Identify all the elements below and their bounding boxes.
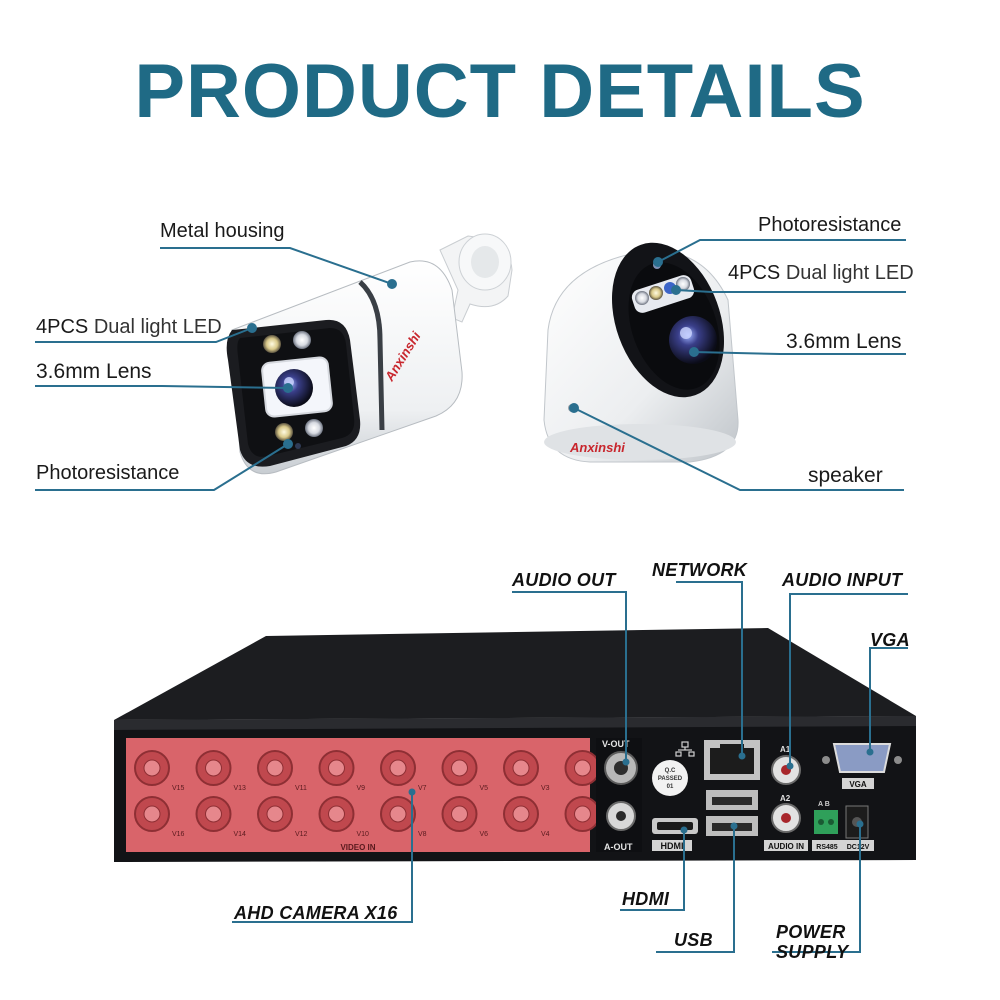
qc-line3: 01: [667, 784, 674, 790]
bnc-channel-label: V12: [295, 831, 308, 838]
vga-port-label: VGA: [849, 780, 867, 789]
hdmi-label: HDMI: [622, 889, 670, 909]
dome-callout-lines: [569, 239, 906, 491]
audio-out-label: AUDIO OUT: [512, 570, 616, 590]
bnc-channel-label: V7: [418, 785, 427, 792]
bnc-channel-label: V8: [418, 831, 427, 838]
bnc-channel-label: V9: [357, 785, 366, 792]
nvr-callout-lines: [232, 581, 908, 953]
rs485-label: RS485: [816, 844, 838, 851]
audio-in-label: AUDIO IN: [768, 842, 804, 851]
network-icon: [675, 741, 695, 757]
qc-line2: PASSED: [658, 776, 683, 782]
bnc-channel-label: V11: [295, 785, 307, 792]
rs485-pins-label: A B: [818, 801, 830, 808]
v-out-label: V-OUT: [602, 739, 630, 749]
usb-label: USB: [674, 930, 713, 950]
a1-label: A1: [780, 745, 791, 754]
bnc-port-center: [266, 759, 284, 777]
vga-port[interactable]: [832, 743, 892, 773]
bullet-photoresistance-label: Photoresistance: [36, 462, 180, 484]
dome-camera: Anxinshi: [543, 242, 739, 463]
audio-input-label: AUDIO INPUT: [782, 570, 903, 590]
bnc-port-center: [205, 759, 222, 777]
page-title: PRODUCT DETAILS: [134, 49, 866, 134]
bnc-port-center: [451, 759, 468, 777]
bnc-channel-label: V6: [480, 831, 489, 838]
bnc-channel-label: V15: [172, 785, 185, 792]
bnc-port-center: [389, 805, 407, 823]
power-supply-line1: POWER: [776, 922, 846, 942]
qc-line1: Q.C: [665, 768, 676, 774]
a-out-label: A-OUT: [604, 842, 633, 852]
bnc-connectors: V15V13V11V9V7V5V3V1V16V14V12V10V8V6V4V2: [134, 750, 611, 838]
bnc-channel-label: V13: [234, 785, 247, 792]
power-supply-label: POWER SUPPLY: [776, 922, 848, 962]
bnc-channel-label: V5: [480, 785, 489, 792]
bnc-port-center: [512, 759, 530, 777]
bnc-channel-label: V16: [172, 831, 185, 838]
dome-camera-brand: Anxinshi: [569, 440, 625, 455]
dome-led-label: 4PCS Dual light LED: [728, 262, 914, 285]
bnc-port-center: [266, 805, 284, 823]
bullet-led-label: 4PCS Dual light LED: [36, 316, 222, 339]
a2-label: A2: [780, 794, 791, 803]
bnc-channel-label: V3: [541, 785, 550, 792]
hdmi-logo: HDMI: [661, 841, 684, 851]
bnc-channel-label: V10: [357, 831, 370, 838]
nvr-recorder: V15V13V11V9V7V5V3V1V16V14V12V10V8V6V4V2 …: [114, 628, 916, 862]
bnc-channel-label: V4: [541, 831, 550, 838]
bnc-port-center: [574, 759, 591, 777]
bullet-camera: Anxinshi: [226, 233, 513, 475]
bnc-port-center: [451, 805, 468, 823]
power-supply-line2: SUPPLY: [776, 942, 849, 962]
video-in-label: VIDEO IN: [340, 843, 375, 852]
bnc-port-center: [143, 805, 161, 823]
dome-led-count: 4PCS: [728, 262, 781, 284]
bnc-port-center: [328, 805, 345, 823]
bnc-port-center: [205, 805, 222, 823]
bullet-metal-housing-label: Metal housing: [160, 220, 285, 242]
rs485-terminal[interactable]: [814, 810, 838, 834]
bullet-led-text: Dual light LED: [93, 316, 222, 338]
bnc-port-center: [512, 805, 530, 823]
bullet-led-count: 4PCS: [36, 316, 89, 338]
bnc-port-center: [143, 759, 161, 777]
bnc-channel-label: V14: [234, 831, 247, 838]
bnc-port-center: [574, 805, 591, 823]
dome-led-text: Dual light LED: [785, 262, 914, 284]
dc12v-label: DC12V: [847, 844, 870, 851]
bullet-lens-label: 3.6mm Lens: [36, 360, 152, 383]
vga-label: VGA: [870, 630, 910, 650]
bnc-port-center: [328, 759, 345, 777]
dome-photoresistance-label: Photoresistance: [758, 214, 902, 236]
network-label: NETWORK: [652, 560, 748, 580]
nvr-callout-dots: [408, 748, 874, 834]
bullet-callout-lines: [35, 247, 397, 491]
dome-speaker-label: speaker: [808, 464, 883, 487]
bnc-port-center: [389, 759, 407, 777]
ahd-camera-label: AHD CAMERA X16: [234, 903, 398, 923]
dome-lens-label: 3.6mm Lens: [786, 330, 902, 353]
